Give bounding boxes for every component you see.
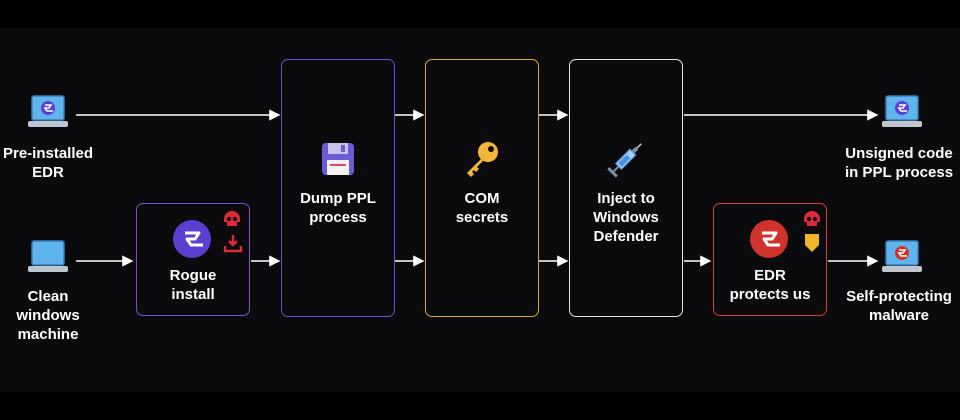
preinstalled-edr-label: Pre-installed EDR bbox=[2, 145, 94, 181]
laptop-icon bbox=[28, 95, 68, 127]
rogue-install-box bbox=[136, 203, 250, 316]
self-protecting-label: Self-protecting malware bbox=[846, 288, 952, 324]
edr-protects-label: EDR protects us bbox=[729, 267, 811, 303]
inject-defender-box bbox=[569, 59, 683, 317]
edr-protects-box bbox=[713, 203, 827, 316]
dump-ppl-label: Dump PPL process bbox=[300, 190, 376, 226]
clean-machine-label: Clean windows machine bbox=[16, 288, 80, 343]
inject-defender-label: Inject to Windows Defender bbox=[593, 190, 659, 245]
diagram-stage: Pre-installed EDR Clean windows machine … bbox=[0, 28, 960, 392]
edr-logo-icon bbox=[173, 220, 211, 258]
flow-arrows bbox=[76, 109, 879, 267]
key-icon bbox=[467, 142, 498, 177]
skull-icon bbox=[224, 211, 240, 226]
dump-ppl-box bbox=[281, 59, 395, 317]
edr-logo-icon bbox=[750, 220, 788, 258]
laptop-icon bbox=[882, 95, 922, 127]
rogue-install-label: Rogue install bbox=[169, 267, 217, 303]
unsigned-code-label: Unsigned code in PPL process bbox=[844, 145, 954, 181]
shield-icon bbox=[805, 234, 819, 252]
download-icon bbox=[223, 235, 243, 253]
com-secrets-label: COM secrets bbox=[455, 190, 509, 226]
skull-icon bbox=[804, 211, 820, 226]
floppy-disk-icon bbox=[322, 143, 354, 175]
laptop-icon bbox=[28, 240, 68, 272]
com-secrets-box bbox=[425, 59, 539, 317]
laptop-icon bbox=[882, 240, 922, 272]
syringe-icon bbox=[607, 143, 642, 178]
